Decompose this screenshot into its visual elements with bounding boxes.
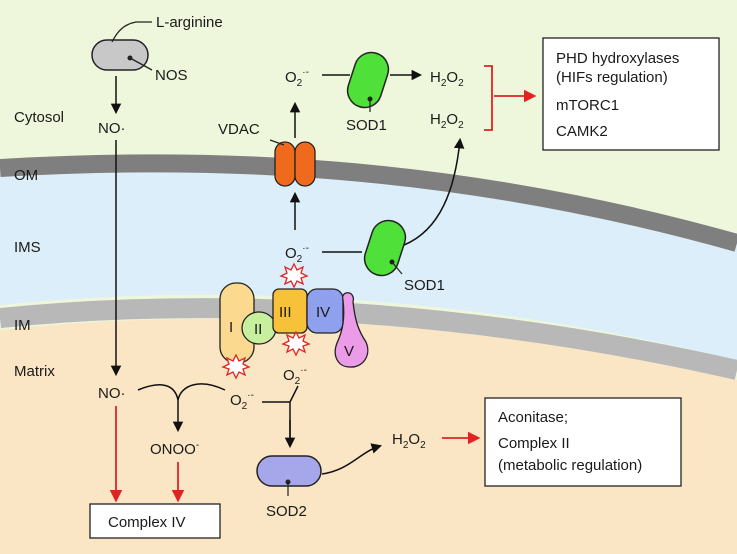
- no-cytosol-label: NO·: [98, 120, 126, 137]
- matrix-targets-box: [484, 397, 682, 487]
- peroxynitrite-label: ONOO-: [150, 440, 199, 458]
- respiratory-chain: I II III IV V: [219, 282, 369, 368]
- vdac-channel: VDAC: [218, 121, 316, 187]
- h2o2-cytosol-2: H2O2: [430, 111, 464, 131]
- no-matrix-label: NO·: [98, 385, 126, 402]
- ros-burst-complex1: [221, 353, 251, 380]
- cytosol-targets-box: [542, 37, 720, 151]
- sod1-ims-label: SOD1: [404, 277, 445, 294]
- complex-i-label: I: [229, 319, 233, 336]
- matrix-label: Matrix: [14, 363, 55, 380]
- ims-label: IMS: [14, 239, 41, 256]
- outer-membrane: [0, 154, 737, 252]
- complex-ii-label: II: [254, 321, 262, 338]
- targets-right-line2: Complex II: [498, 435, 570, 452]
- h2o2-matrix: H2O2: [392, 431, 426, 451]
- nos-enzyme: L-arginine NOS: [91, 14, 223, 84]
- h2o2-bracket: [484, 65, 493, 131]
- complex-v-label: V: [344, 343, 354, 360]
- complex-iii-label: III: [279, 304, 292, 321]
- targets-top-line1: PHD hydroxylases: [556, 50, 679, 67]
- superoxide-matrix-left: O2·-: [230, 390, 254, 412]
- sod2-to-h2o2-arrow: [321, 443, 383, 475]
- targets-top-line4: CAMK2: [556, 123, 608, 140]
- nos-shape: [91, 39, 149, 71]
- nos-label: NOS: [155, 67, 188, 84]
- sod1-top-label: SOD1: [346, 117, 387, 134]
- complex4-target-box: [89, 503, 221, 539]
- complex4-target-label: Complex IV: [108, 514, 186, 531]
- sod1-cytosol: SOD1: [346, 51, 390, 134]
- superoxide-matrix-right: O2·-: [283, 365, 307, 387]
- vdac-label: VDAC: [218, 121, 260, 138]
- substrate-label: L-arginine: [156, 14, 223, 31]
- sod2-enzyme: SOD2: [256, 455, 322, 520]
- om-label: OM: [14, 167, 38, 184]
- targets-top-line2: (HIFs regulation): [556, 69, 668, 86]
- superoxide-ims: O2·-: [285, 243, 309, 265]
- superoxide-cytosol: O2·-: [285, 67, 309, 89]
- arginine-connector: [111, 21, 152, 43]
- im-label: IM: [14, 317, 31, 334]
- complex-v: [334, 292, 369, 368]
- h2o2-cytosol-1: H2O2: [430, 69, 464, 89]
- sod2-label: SOD2: [266, 503, 307, 520]
- sod1-ims: SOD1: [363, 219, 445, 294]
- targets-right-line1: Aconitase;: [498, 409, 568, 426]
- targets-top-line3: mTORC1: [556, 97, 619, 114]
- nos-connector: [129, 57, 153, 71]
- ros-burst-middle: [281, 330, 311, 357]
- cytosol-label: Cytosol: [14, 109, 64, 126]
- sod1-ims-to-h2o2-arrow: [403, 137, 465, 246]
- targets-right-line3: (metabolic regulation): [498, 457, 642, 474]
- ros-burst-top: [279, 262, 309, 289]
- complex-iv-label: IV: [316, 304, 330, 321]
